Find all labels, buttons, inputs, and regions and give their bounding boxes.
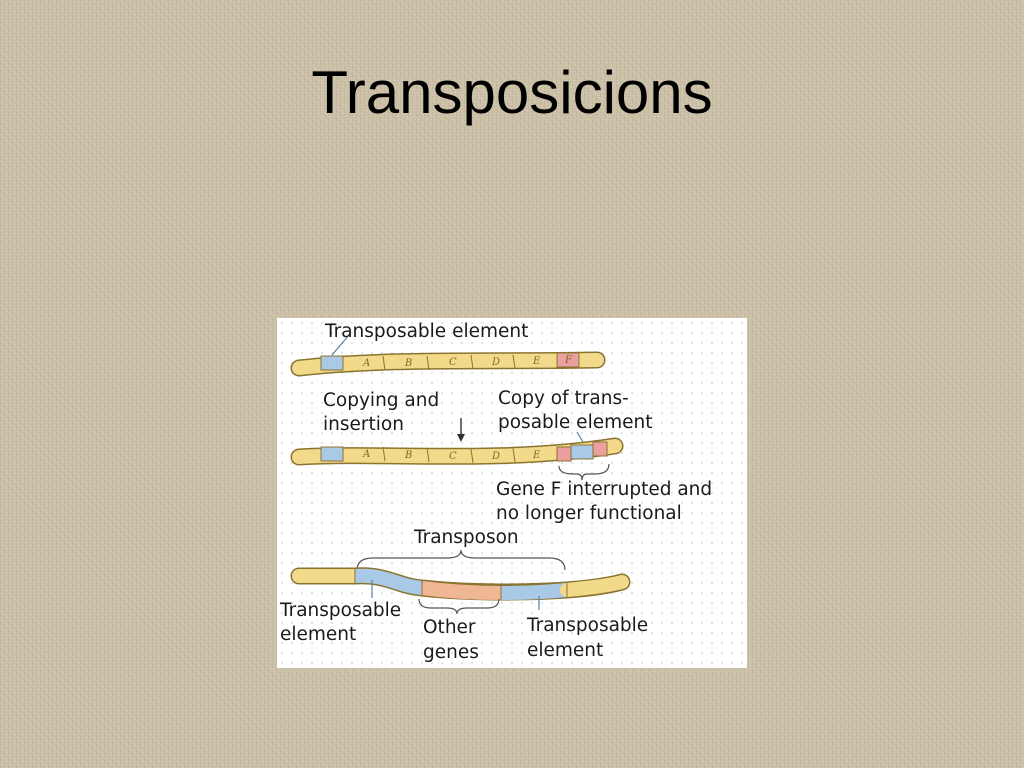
gene-letter-d: D <box>491 357 500 368</box>
label-other-genes-line1: Other <box>423 617 476 638</box>
label-gene-f-line1: Gene F interrupted and <box>496 479 712 500</box>
label-copy-line1: Copy of trans- <box>498 388 629 409</box>
chromosome-original: A B C D E F <box>290 351 606 377</box>
label-copy-line2: posable element <box>498 412 652 433</box>
transposable-element-segment <box>320 355 344 371</box>
gene-letter-b: B <box>404 450 412 461</box>
gene-f-bracket <box>558 463 610 481</box>
label-te-left-line2: element <box>280 624 356 645</box>
label-copying-line1: Copying and <box>323 390 439 411</box>
other-genes-bracket <box>418 598 500 615</box>
pointer-line <box>576 431 584 443</box>
pointer-line <box>331 334 350 356</box>
gene-letter-d: D <box>491 451 500 462</box>
slide-title: Transposicions <box>311 59 713 126</box>
label-te-right-line1: Transposable <box>526 615 648 636</box>
transposition-diagram: A B C D E F Transposable element Copying… <box>277 318 747 668</box>
chromosome-after-insertion: A B C D E <box>290 437 624 466</box>
gene-letter-c: C <box>449 357 457 368</box>
label-te-right-line2: element <box>527 640 603 661</box>
down-arrow-icon <box>457 418 465 442</box>
other-genes-segment <box>421 581 502 600</box>
label-gene-f-line2: no longer functional <box>496 503 682 524</box>
inserted-copy-segment <box>570 444 594 460</box>
label-copying-line2: insertion <box>323 414 404 435</box>
label-other-genes-line2: genes <box>423 642 479 663</box>
gene-f-right-segment <box>592 441 608 457</box>
label-transposon: Transposon <box>413 527 519 548</box>
transposon-bracket <box>356 549 566 571</box>
transposable-element-segment <box>320 446 344 462</box>
gene-f-segment <box>556 352 580 368</box>
label-te-left-line1: Transposable <box>279 600 401 621</box>
transposable-element-right-segment <box>500 583 568 600</box>
gene-letter-a: A <box>362 449 370 460</box>
chromosome-right-segment <box>560 575 629 597</box>
gene-letter-e: E <box>532 356 541 367</box>
label-transposable-element: Transposable element <box>324 321 528 342</box>
gene-letter-c: C <box>449 451 457 462</box>
gene-letter-a: A <box>362 358 370 369</box>
transposable-element-left-segment <box>354 568 423 595</box>
gene-letter-f: F <box>564 355 573 366</box>
gene-letter-b: B <box>404 358 412 369</box>
gene-letter-e: E <box>532 450 541 461</box>
gene-f-left-segment <box>556 446 572 462</box>
transposon-chromosome <box>290 567 631 601</box>
